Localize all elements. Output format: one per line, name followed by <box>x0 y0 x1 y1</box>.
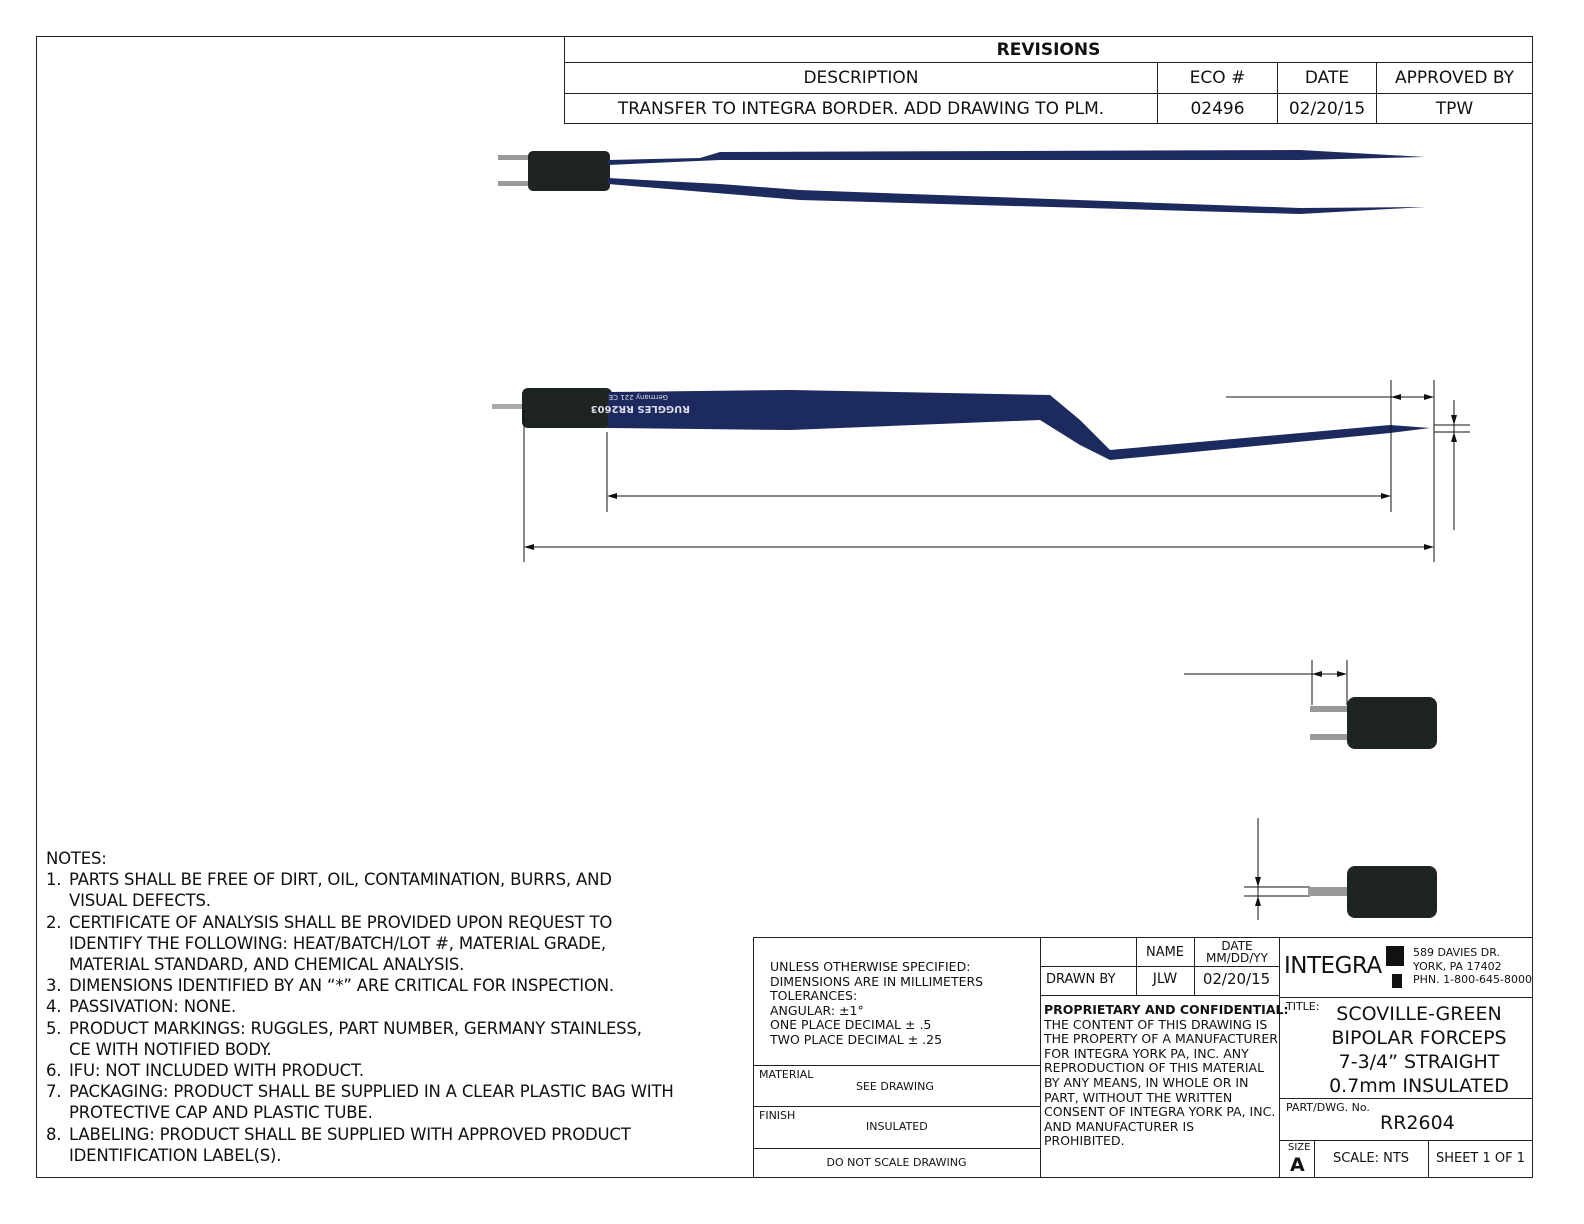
connector-side-view <box>1308 866 1437 918</box>
note-text: IFU: NOT INCLUDED WITH PRODUCT. <box>69 1061 364 1081</box>
address-line: 589 DAVIES DR. <box>1413 946 1501 959</box>
tolerances-block: UNLESS OTHERWISE SPECIFIED: DIMENSIONS A… <box>770 959 984 1048</box>
integra-logo: INTEGRA <box>1284 953 1382 979</box>
part-number: RR2604 <box>1380 1112 1455 1134</box>
part-label: PART/DWG. No. <box>1286 1101 1370 1114</box>
rev-approved: TPW <box>1376 93 1533 124</box>
material-value: SEE DRAWING <box>856 1080 934 1093</box>
side-view-forceps: RUGGLES RR2603 Germany 221 CE <box>492 388 1430 460</box>
note-number: 1. <box>46 870 62 890</box>
title-label: TITLE: <box>1286 1000 1320 1013</box>
proprietary-notice: PROPRIETARY AND CONFIDENTIAL: THE CONTEN… <box>1044 1002 1289 1149</box>
tol-line: ONE PLACE DECIMAL ± .5 <box>770 1017 932 1033</box>
tol-line: TOLERANCES: <box>770 988 858 1004</box>
title-line: 0.7mm INSULATED <box>1329 1075 1509 1097</box>
drawn-by-label: DRAWN BY <box>1046 972 1116 987</box>
top-view-forceps <box>498 150 1425 214</box>
note-number: 4. <box>46 997 62 1017</box>
material-label: MATERIAL <box>759 1068 814 1081</box>
dimension-lines <box>523 380 1470 920</box>
tol-line: ANGULAR: ±1° <box>770 1002 864 1018</box>
drawn-by-date: 02/20/15 <box>1202 970 1271 988</box>
drawn-by-name: JLW <box>1152 971 1178 987</box>
note-number: 6. <box>46 1061 62 1081</box>
note-text: PACKAGING: PRODUCT SHALL BE SUPPLIED IN … <box>69 1082 674 1123</box>
proprietary-heading: PROPRIETARY AND CONFIDENTIAL: <box>1044 1002 1289 1017</box>
finish-label: FINISH <box>759 1109 796 1122</box>
note-number: 3. <box>46 976 62 996</box>
name-header: NAME <box>1145 945 1185 960</box>
note-item: 6. IFU: NOT INCLUDED WITH PRODUCT. <box>46 1060 709 1081</box>
logo-square-small-icon <box>1392 974 1402 988</box>
proprietary-text: THE CONTENT OF THIS DRAWING IS THE PROPE… <box>1044 1016 1278 1149</box>
note-number: 7. <box>46 1082 62 1102</box>
note-item: 5. PRODUCT MARKINGS: RUGGLES, PART NUMBER… <box>46 1018 709 1060</box>
date-header: DATE MM/DD/YY <box>1206 939 1268 965</box>
company-address: 589 DAVIES DR. YORK, PA 17402 PHN. 1-800… <box>1413 946 1532 987</box>
notes-heading: NOTES: <box>46 849 107 868</box>
tol-line: UNLESS OTHERWISE SPECIFIED: <box>770 959 971 974</box>
note-item: 4. PASSIVATION: NONE. <box>46 996 709 1017</box>
note-text: PASSIVATION: NONE. <box>69 997 237 1017</box>
title-line: BIPOLAR FORCEPS <box>1331 1027 1507 1049</box>
size-value: A <box>1290 1154 1305 1176</box>
title-line: 7-3/4” STRAIGHT <box>1338 1051 1500 1073</box>
note-number: 5. <box>46 1018 62 1038</box>
note-text: CERTIFICATE OF ANALYSIS SHALL BE PROVIDE… <box>69 912 613 975</box>
scale: SCALE: NTS <box>1332 1151 1410 1166</box>
drawing-title: SCOVILLE-GREEN BIPOLAR FORCEPS 7-3/4” ST… <box>1305 1002 1533 1098</box>
notes-section: NOTES: 1. PARTS SHALL BE FREE OF DIRT, OI… <box>46 848 709 1166</box>
do-not-scale: DO NOT SCALE DRAWING <box>826 1156 967 1169</box>
note-item: 2. CERTIFICATE OF ANALYSIS SHALL BE PROVI… <box>46 912 709 976</box>
note-text: DIMENSIONS IDENTIFIED BY AN “*” ARE CRIT… <box>69 976 614 996</box>
title-line: SCOVILLE-GREEN <box>1336 1003 1502 1025</box>
dimension-arrows <box>524 394 1457 906</box>
note-number: 2. <box>46 912 62 932</box>
address-line: PHN. 1-800-645-8000 <box>1413 973 1533 986</box>
note-text: LABELING: PRODUCT SHALL BE SUPPLIED WITH… <box>69 1124 631 1165</box>
note-number: 8. <box>46 1124 62 1144</box>
address-line: YORK, PA 17402 <box>1413 959 1502 973</box>
tol-line: TWO PLACE DECIMAL ± .25 <box>770 1031 943 1047</box>
finish-value: INSULATED <box>866 1120 928 1133</box>
sheet-number: SHEET 1 OF 1 <box>1435 1151 1526 1166</box>
note-item: 3. DIMENSIONS IDENTIFIED BY AN “*” ARE CR… <box>46 975 709 996</box>
note-item: 1. PARTS SHALL BE FREE OF DIRT, OIL, CONT… <box>46 869 709 911</box>
note-item: 7. PACKAGING: PRODUCT SHALL BE SUPPLIED I… <box>46 1081 709 1123</box>
tol-line: DIMENSIONS ARE IN MILLIMETERS <box>770 973 984 989</box>
marking-origin: Germany 221 CE <box>609 393 668 401</box>
connector-top-view <box>1310 697 1437 749</box>
note-item: 8. LABELING: PRODUCT SHALL BE SUPPLIED WI… <box>46 1124 709 1166</box>
marking-part-number: RUGGLES RR2603 <box>591 403 690 414</box>
note-text: PARTS SHALL BE FREE OF DIRT, OIL, CONTAM… <box>69 870 612 911</box>
note-text: PRODUCT MARKINGS: RUGGLES, PART NUMBER, … <box>69 1018 642 1059</box>
logo-square-icon <box>1386 946 1404 966</box>
size-label: SIZE <box>1288 1142 1311 1153</box>
